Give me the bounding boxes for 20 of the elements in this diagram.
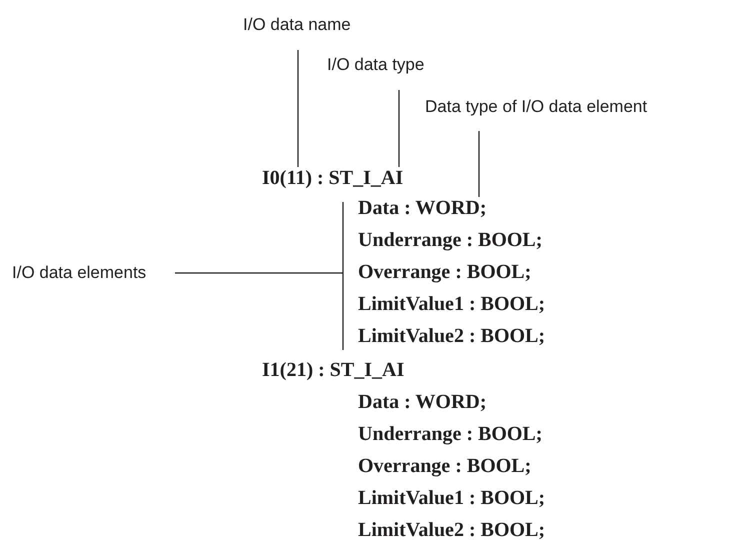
leader-line: [175, 272, 343, 274]
code-element: LimitValue2 : BOOL;: [358, 325, 546, 347]
code-element: Data : WORD;: [358, 197, 488, 219]
code-element: LimitValue1 : BOOL;: [358, 487, 546, 509]
code-element: LimitValue2 : BOOL;: [358, 519, 546, 540]
code-element: Overrange : BOOL;: [358, 455, 532, 477]
leader-line: [478, 131, 480, 197]
callout-label: I/O data elements: [12, 262, 146, 284]
code-element: Underrange : BOOL;: [358, 229, 544, 251]
code-element: LimitValue1 : BOOL;: [358, 293, 546, 315]
callout-label: Data type of I/O data element: [425, 96, 648, 118]
callout-label: I/O data name: [243, 14, 351, 36]
code-element: Underrange : BOOL;: [358, 423, 542, 445]
callout-label: I/O data type: [327, 54, 424, 76]
code-declaration: I0(11) : ST_I_AI: [262, 167, 404, 189]
code-declaration: I1(21) : ST_I_AI: [262, 359, 404, 381]
code-element: Data : WORD;: [358, 391, 487, 413]
leader-line: [398, 90, 400, 167]
code-element: Overrange : BOOL;: [358, 261, 532, 283]
leader-line: [297, 50, 299, 167]
